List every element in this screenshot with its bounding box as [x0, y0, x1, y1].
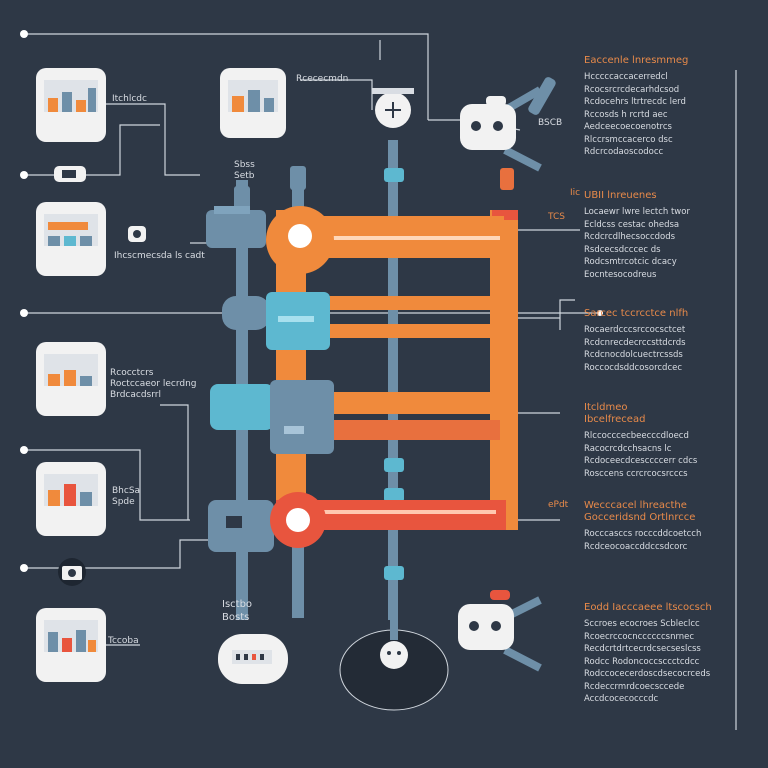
camera-icon: [58, 558, 86, 586]
label-card-4: BhcSa Spde: [112, 486, 141, 507]
app-card-1: [36, 68, 106, 142]
info-line: Rcdeccrmrdcoecsccede: [584, 681, 685, 692]
info-line: Rlccocccecbeecccdloecd: [584, 431, 689, 441]
app-card-5: [36, 608, 106, 682]
info-block-1: Eaccenle lnresmmeg Hcccccaccacerredcl Rc…: [584, 55, 724, 159]
connector-dots: [20, 30, 603, 572]
info-line: Rlccrsmccacerco dsc: [584, 134, 673, 145]
valve-plus: [372, 88, 414, 128]
info-block-6-heading: Eodd Iacccaeee ltscocsch: [584, 602, 712, 613]
device-icon-1: [54, 166, 86, 182]
info-line: Sccroes ecocroes Scbleclcc: [584, 619, 700, 629]
info-line: Ecldcss cestac ohedsa: [584, 219, 680, 230]
label-bottom-center: Isctbo Bosts: [222, 599, 253, 623]
info-block-5-heading: Wecccacel lhreacthe Gocceridsnd Ortlnrcc…: [584, 500, 696, 523]
pipe-modules: [206, 206, 334, 552]
info-line: Rdcrcodaoscodocc: [584, 147, 664, 157]
app-card-3: [36, 342, 106, 416]
info-line: Eocntesocodreus: [584, 269, 657, 280]
info-line: Roccocdsddcosorcdcec: [584, 362, 683, 373]
app-card-2: [36, 202, 106, 276]
robot-arm-top: [460, 77, 556, 190]
info-line: Rodcc Rodoncoccsccctcdcc: [584, 656, 700, 667]
info-line: Rcdcrcdlhecsoccdods: [584, 232, 676, 242]
info-line: Recdcrtdrtcecrdcsecseslcss: [584, 644, 701, 654]
info-line: Rsdcecsdcccec ds: [584, 244, 661, 255]
bottom-hub: [339, 600, 449, 711]
mark-n3: ePdt: [548, 500, 569, 510]
app-card-4: [36, 462, 106, 536]
robot-arm-bottom: [458, 590, 542, 672]
mark-bsg: BSCB: [538, 118, 563, 128]
info-line: Hcccccaccacerredcl: [584, 72, 668, 82]
info-line: Aedceecoecoenotrcs: [584, 122, 672, 132]
label-node-a: Sbss Setb: [234, 160, 255, 181]
info-line: Rosccens ccrcrcocsrcccs: [584, 468, 688, 479]
info-line: Rcdcnrecdecrccsttdcrds: [584, 337, 686, 348]
info-block-5: Wecccacel lhreacthe Gocceridsnd Ortlnrcc…: [584, 500, 724, 553]
info-block-3-heading: Sarcec tccrcctce nlfh: [584, 308, 689, 319]
info-line: Rcdceocoaccddccsdcorc: [584, 541, 688, 552]
info-block-4: Itcldmeo Ibcelfrecead Rlccocccecbeecccdl…: [584, 402, 724, 480]
info-block-3: Sarcec tccrcctce nlfh Rocaerdcccsrccocsc…: [584, 308, 724, 374]
info-line: Rcdcnocdolcuectrcssds: [584, 350, 683, 360]
info-line: Rcdoceecdcesccccerr cdcs: [584, 456, 698, 466]
info-line: Rcdocehrs ltrtrecdc lerd: [584, 97, 686, 107]
info-line: Rodcsmtrcotcic dcacy: [584, 257, 677, 267]
info-line: Rcocsrcrcdecarhdcsod: [584, 84, 680, 95]
info-block-6: Eodd Iacccaeee ltscocsch Sccroes ecocroe…: [584, 602, 724, 706]
label-top-mid: Rcececmdn: [296, 74, 349, 84]
label-card-5: Tccoba: [108, 636, 139, 646]
info-block-2-heading: UBII lnreuenes: [584, 190, 657, 201]
app-card-top: [220, 68, 286, 138]
info-line: Rocccasccs rocccddcoetcch: [584, 529, 702, 539]
gauge-device: [218, 634, 288, 684]
info-line: Racocrcdcchsacns lc: [584, 443, 672, 454]
device-icon-2: [128, 226, 146, 242]
info-block-4-heading: Itcldmeo Ibcelfrecead: [584, 402, 646, 425]
mark-n2: Iic: [570, 188, 581, 198]
info-line: Accdcocecocccdc: [584, 694, 659, 704]
info-line: Locaewr lwre lectch twor: [584, 207, 690, 217]
label-card-2: Ihcscmecsda ls cadt: [114, 251, 205, 261]
info-block-1-heading: Eaccenle lnresmmeg: [584, 55, 689, 66]
label-card-1: Itchlcdc: [112, 94, 147, 104]
info-line: Rcoecrccocnccccccsnrnec: [584, 631, 695, 642]
mark-n1: TCS: [548, 212, 565, 222]
label-card-3: Rcocctcrs Roctccaeor lecrdng Brdcacdsrrl: [110, 368, 197, 400]
info-line: Rocaerdcccsrccocsctcet: [584, 325, 686, 335]
info-block-2: UBII lnreuenes Locaewr lwre lectch twor …: [584, 190, 724, 281]
info-line: Rccosds h rcrtd aec: [584, 109, 668, 120]
info-line: Rodccocecerdoscdsecocrceds: [584, 669, 711, 679]
